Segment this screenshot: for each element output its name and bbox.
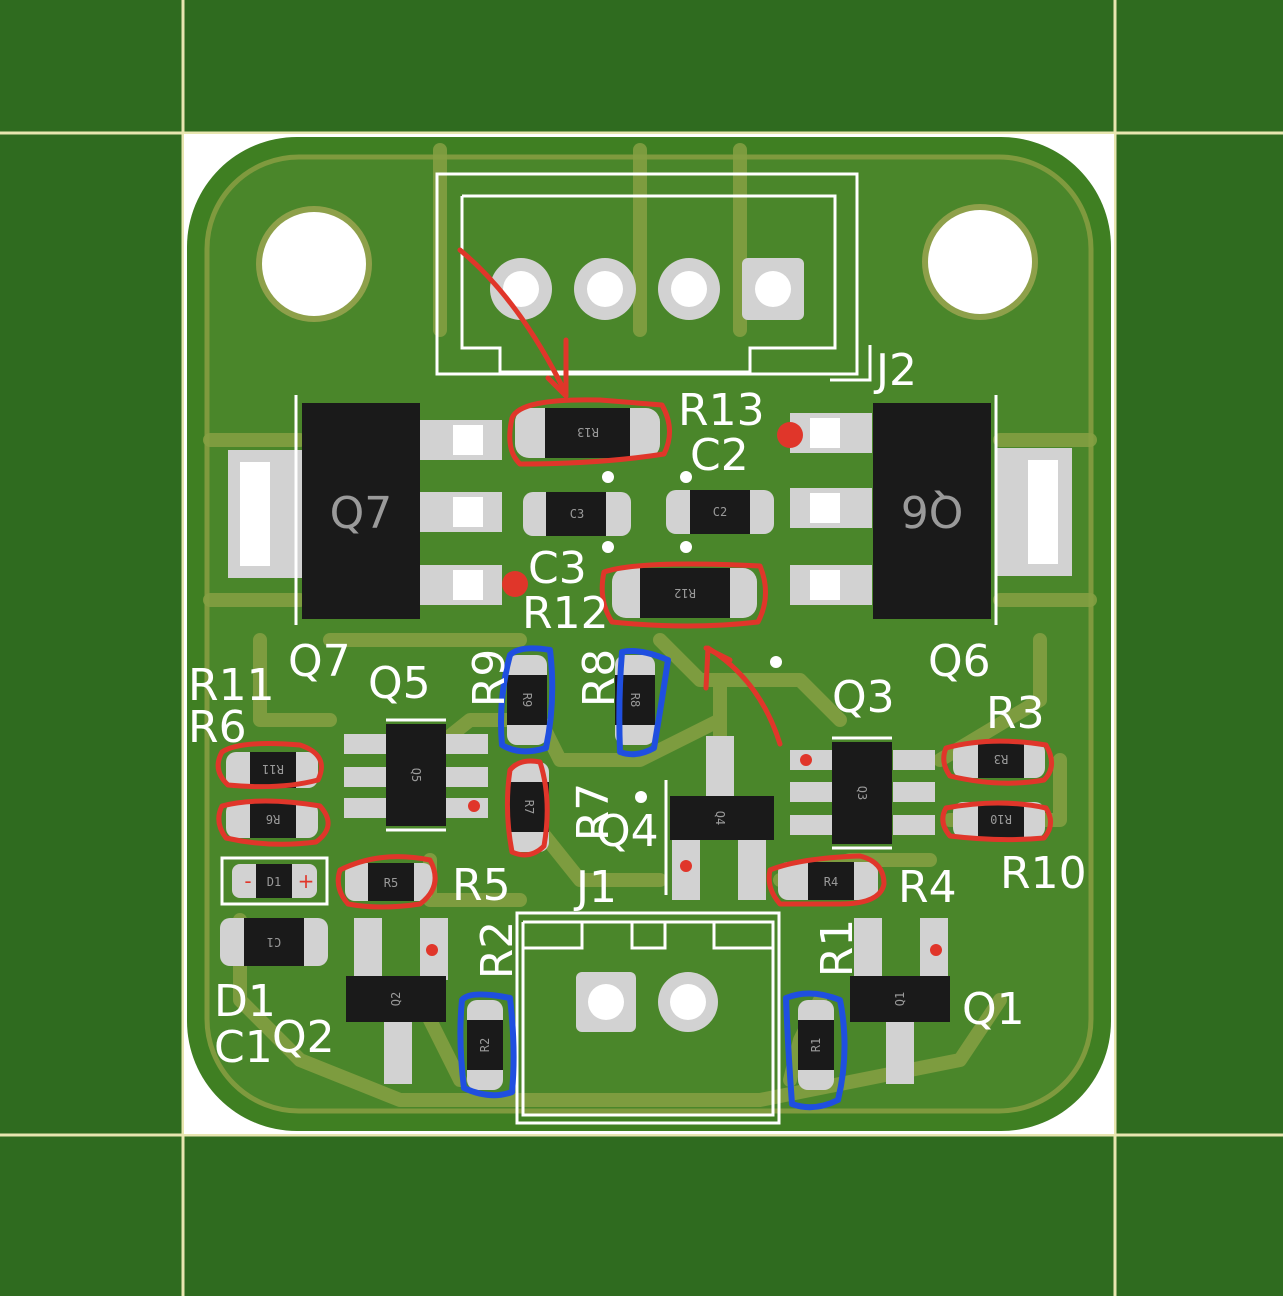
label-r6: R6 <box>188 702 247 753</box>
resistor-r3: R3 <box>953 742 1045 778</box>
label-q2: Q2 <box>272 1012 335 1063</box>
label-r3: R3 <box>986 688 1045 739</box>
label-c2: C2 <box>690 430 749 481</box>
resistor-r5: R5 <box>345 863 433 901</box>
diode-d1: D1 - + <box>220 856 329 906</box>
ref-q4: Q4 <box>713 811 727 825</box>
pin1-markers <box>426 422 942 956</box>
ref-c3: C3 <box>570 507 584 521</box>
ref-d1: D1 <box>267 875 281 889</box>
label-q5: Q5 <box>368 658 431 709</box>
label-j2: J2 <box>873 345 917 396</box>
label-r4: R4 <box>898 862 957 913</box>
label-r9: R9 <box>464 649 515 708</box>
resistor-r13: R13 <box>515 408 660 458</box>
ref-r8: R8 <box>628 693 642 707</box>
regulator-q6: Q6 <box>790 395 1072 625</box>
transistor-q5: Q5 <box>344 718 488 832</box>
resistor-r11: R11 <box>226 752 318 788</box>
resistor-r9: R9 <box>507 655 547 745</box>
label-d1: D1 <box>214 976 276 1027</box>
label-r1: R1 <box>812 919 863 978</box>
label-q4: Q4 <box>596 806 659 857</box>
silkscreen-labels: J2 R13 C2 C3 R12 Q7 Q6 R9 R8 Q3 R3 R11 R… <box>188 345 1087 1073</box>
svg-text:+: + <box>298 869 315 893</box>
label-q6: Q6 <box>928 636 991 687</box>
label-r13: R13 <box>678 385 765 436</box>
capacitor-c3: C3 <box>523 492 631 536</box>
vias <box>602 471 782 803</box>
label-q1: Q1 <box>962 984 1025 1035</box>
highlight-red-annotations <box>215 247 1054 910</box>
resistor-r12: R12 <box>612 568 757 618</box>
label-r7: R7 <box>568 783 619 842</box>
ref-r3: R3 <box>994 752 1008 766</box>
regulator-q7: Q7 <box>228 395 502 625</box>
ref-r9: R9 <box>520 693 534 707</box>
ref-r2: R2 <box>478 1038 492 1052</box>
ref-r7: R7 <box>522 800 536 814</box>
ref-q5: Q5 <box>409 768 423 782</box>
connector-j2 <box>435 172 872 382</box>
mounting-hole-right <box>922 204 1038 320</box>
transistor-q4: Q4 <box>664 736 774 900</box>
ref-q2: Q2 <box>389 992 403 1006</box>
ref-r13: R13 <box>577 425 599 439</box>
ref-c2: C2 <box>713 505 727 519</box>
ref-q3: Q3 <box>855 786 869 800</box>
ref-q7: Q7 <box>330 488 393 539</box>
resistor-r1: R1 <box>798 1000 834 1090</box>
ref-q6: Q6 <box>901 485 964 536</box>
ref-r12: R12 <box>674 586 696 600</box>
resistor-r2: R2 <box>467 1000 503 1090</box>
capacitor-c2: C2 <box>666 490 774 534</box>
label-r2: R2 <box>472 921 523 980</box>
ref-r4: R4 <box>824 875 838 889</box>
label-q7: Q7 <box>288 636 351 687</box>
resistor-r7: R7 <box>509 762 549 852</box>
label-r5: R5 <box>452 860 511 911</box>
ref-r1: R1 <box>809 1038 823 1052</box>
resistor-r10: R10 <box>953 802 1045 838</box>
label-r10: R10 <box>1000 848 1087 899</box>
capacitor-c1: C1 <box>220 918 328 966</box>
transistor-q3: Q3 <box>790 736 935 850</box>
connector-j1 <box>515 911 781 1125</box>
ref-r6: R6 <box>266 812 280 826</box>
ref-r10: R10 <box>990 812 1012 826</box>
resistor-r4: R4 <box>778 862 878 900</box>
label-c1: C1 <box>214 1022 273 1073</box>
ref-r5: R5 <box>384 876 398 890</box>
label-j1: J1 <box>573 862 617 913</box>
resistor-r6: R6 <box>226 802 318 838</box>
label-r12: R12 <box>522 588 609 639</box>
label-c3: C3 <box>528 543 587 594</box>
mounting-hole-left <box>256 206 372 322</box>
transistor-q2: Q2 <box>346 918 448 1084</box>
ref-r11: R11 <box>262 762 284 776</box>
highlight-blue-annotations <box>457 645 848 1111</box>
ref-q1: Q1 <box>893 992 907 1006</box>
label-r11: R11 <box>188 660 275 711</box>
label-q3: Q3 <box>832 672 895 723</box>
svg-text:-: - <box>244 869 251 893</box>
transistor-q1: Q1 <box>850 918 950 1084</box>
label-r8: R8 <box>574 649 625 708</box>
ref-c1: C1 <box>267 935 281 949</box>
